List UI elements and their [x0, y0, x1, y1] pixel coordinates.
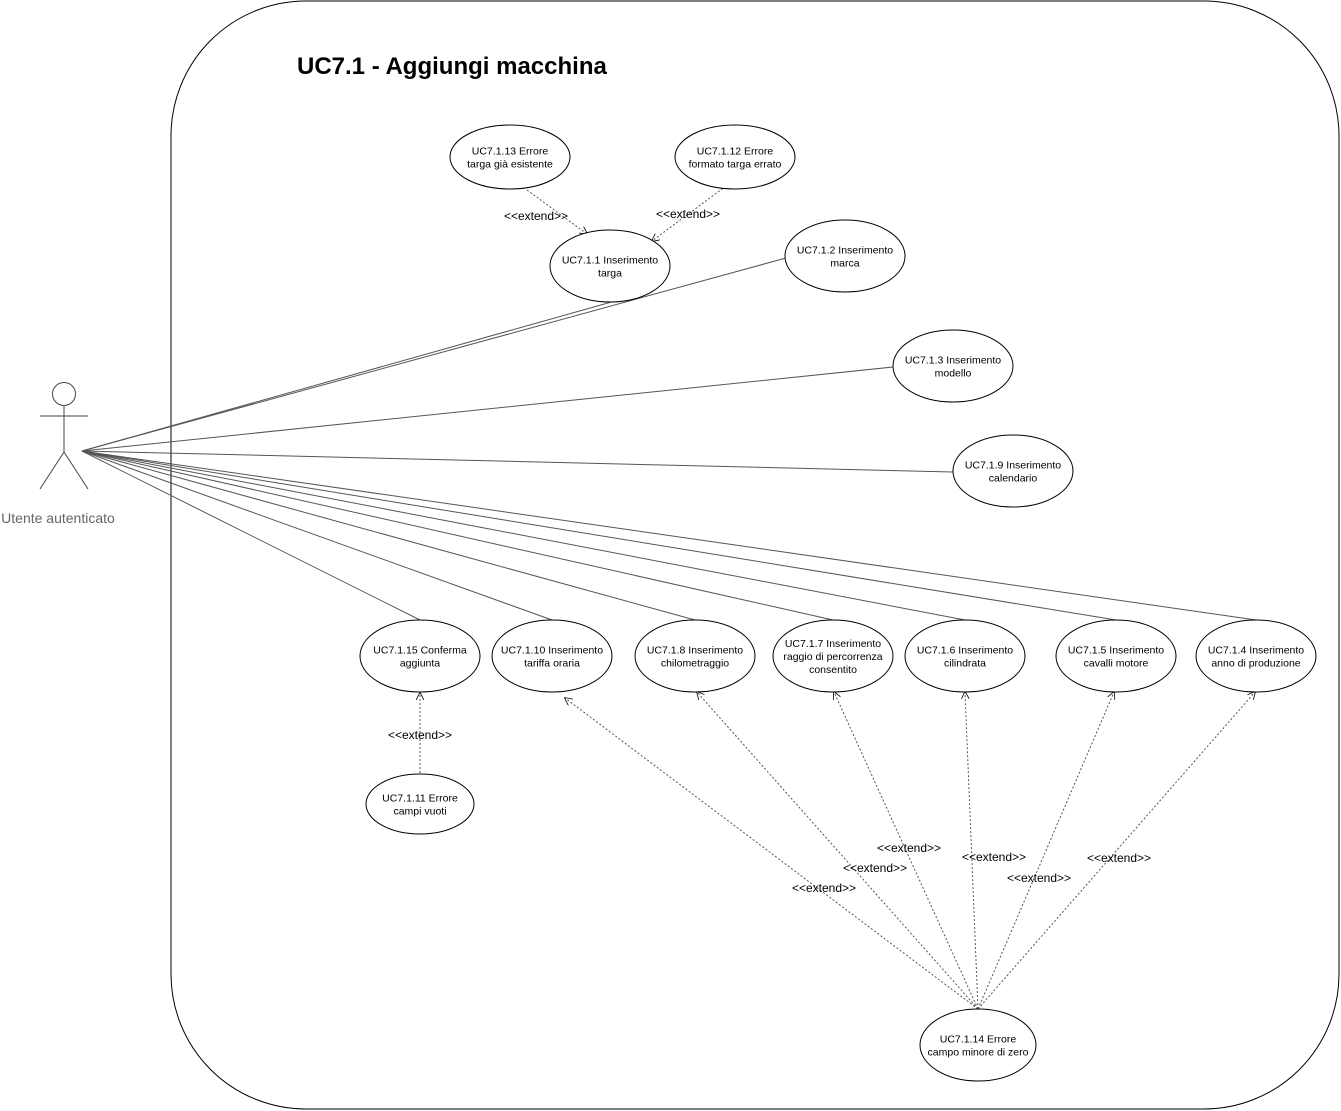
use-case-label: campi vuoti	[393, 806, 446, 818]
extend-label: <<extend>>	[388, 728, 452, 742]
use-case-label: UC7.1.8 Inserimento	[647, 645, 743, 657]
use-case-ellipse	[449, 124, 571, 190]
extend-arrow-uc113-uc11	[526, 189, 587, 234]
use-case-label: consentito	[809, 664, 857, 676]
extend-label: <<extend>>	[1087, 851, 1151, 865]
association-uc115	[81, 450, 421, 621]
use-case-label: UC7.1.14 Errore	[940, 1034, 1017, 1046]
association-uc16	[81, 450, 966, 621]
extend-relations	[420, 185, 1255, 1010]
use-case-ellipse	[772, 619, 894, 693]
use-case-label: modello	[935, 368, 972, 380]
extend-arrow-uc114-uc18	[697, 692, 979, 1010]
use-case-label: marca	[830, 258, 859, 270]
use-case-label: UC7.1.2 Inserimento	[797, 245, 893, 257]
use-case-ellipse	[952, 434, 1074, 508]
use-case-label: formato targa errato	[689, 159, 782, 171]
use-case-label: cilindrata	[944, 658, 986, 670]
use-case-label: UC7.1.4 Inserimento	[1208, 645, 1304, 657]
use-case-ellipse	[359, 619, 481, 693]
use-case-label: anno di produzione	[1211, 658, 1300, 670]
use-case-label: UC7.1.1 Inserimento	[562, 255, 658, 267]
use-case-ellipse	[365, 773, 475, 835]
association-uc12	[81, 257, 787, 452]
stick-figure-icon	[39, 382, 89, 490]
use-case-label: UC7.1.13 Errore	[472, 146, 549, 158]
extend-label: <<extend>>	[1007, 871, 1071, 885]
extend-label: <<extend>>	[792, 881, 856, 895]
extend-label: <<extend>>	[877, 841, 941, 855]
use-case-label: UC7.1.9 Inserimento	[965, 460, 1061, 472]
association-uc14	[81, 450, 1257, 621]
use-case-label: UC7.1.3 Inserimento	[905, 355, 1001, 367]
association-uc110	[81, 450, 553, 621]
extend-arrow-uc114-uc16	[965, 692, 979, 1010]
use-case-ellipse	[1055, 619, 1177, 693]
extend-label: <<extend>>	[656, 207, 720, 221]
association-uc19	[81, 450, 954, 473]
use-case-label: UC7.1.6 Inserimento	[917, 645, 1013, 657]
extend-labels: <<extend>> <<extend>> <<extend>> <<extend>>…	[388, 207, 1151, 895]
use-case-label: targa già esistente	[467, 159, 553, 171]
use-case-label: UC7.1.12 Errore	[697, 146, 774, 158]
extend-label: <<extend>>	[504, 209, 568, 223]
use-case-ellipse	[549, 229, 671, 303]
use-case-ellipse	[491, 619, 613, 693]
use-case-ellipse	[634, 619, 756, 693]
use-case-ellipse	[1195, 619, 1317, 693]
diagram-title: UC7.1 - Aggiungi macchina	[297, 53, 607, 80]
use-case-ellipse	[674, 124, 796, 190]
extend-label: <<extend>>	[843, 861, 907, 875]
use-case-ellipse	[919, 1008, 1037, 1082]
use-case-label: calendario	[989, 473, 1038, 485]
use-case-label: targa	[598, 268, 622, 280]
use-case-label: UC7.1.7 Inserimento	[785, 638, 881, 650]
use-case-ellipse	[892, 329, 1014, 403]
extend-arrow-uc112-uc11	[652, 185, 727, 241]
use-case-label: UC7.1.5 Inserimento	[1068, 645, 1164, 657]
association-uc17	[81, 450, 834, 621]
use-case-label: cavalli motore	[1084, 658, 1149, 670]
actor: Utente autenticato	[1, 382, 115, 526]
extend-label: <<extend>>	[962, 850, 1026, 864]
associations	[81, 257, 1257, 621]
association-uc18	[81, 450, 696, 621]
use-case-label: UC7.1.15 Conferma	[373, 645, 467, 657]
use-case-ellipse	[904, 619, 1026, 693]
use-case-ellipse	[784, 219, 906, 293]
use-case-label: tariffa oraria	[524, 658, 580, 670]
association-uc13	[81, 366, 894, 452]
use-case-label: chilometraggio	[661, 658, 729, 670]
association-uc11	[81, 300, 616, 452]
use-case-label: aggiunta	[400, 658, 440, 670]
use-case-label: campo minore di zero	[928, 1047, 1029, 1059]
use-case-label: raggio di percorrenza	[783, 651, 882, 663]
system-boundary	[170, 0, 1340, 1110]
association-uc15	[81, 450, 1117, 621]
use-case-label: UC7.1.10 Inserimento	[501, 645, 603, 657]
extend-arrow-uc114-uc15	[977, 692, 1114, 1010]
actor-label: Utente autenticato	[1, 510, 115, 526]
use-case-label: UC7.1.11 Errore	[382, 793, 458, 805]
